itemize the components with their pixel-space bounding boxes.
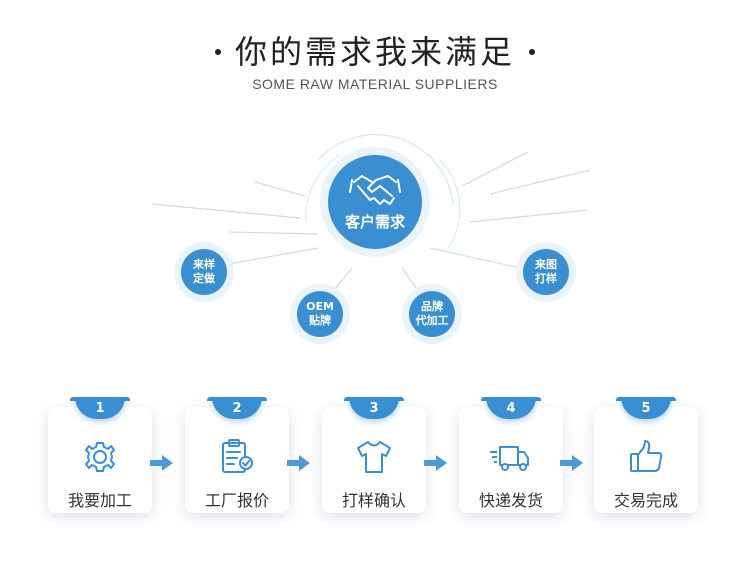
demand-diagram	[151, 134, 591, 344]
clipboard-check-icon	[222, 439, 253, 473]
step-number: 4	[486, 397, 536, 419]
gear-icon	[85, 442, 115, 472]
step-label: 打样确认	[341, 491, 406, 510]
step-number: 1	[75, 397, 125, 419]
step-card: 1 我要加工	[48, 397, 152, 513]
title-dot-right	[529, 49, 535, 55]
arrow-right-icon	[424, 455, 447, 471]
arrow-right-icon	[560, 455, 583, 471]
step-label: 我要加工	[67, 491, 132, 510]
step-card: 3 打样确认	[322, 397, 426, 513]
tshirt-icon	[357, 441, 391, 473]
step-card: 2 工厂报价	[185, 397, 289, 513]
step-card: 5 交易完成	[594, 397, 698, 513]
header: 你的需求我来满足 SOME RAW MATERIAL SUPPLIERS	[0, 30, 750, 92]
arrow-right-icon	[287, 455, 310, 471]
node-oem	[290, 284, 350, 344]
node-sample-custom	[174, 242, 234, 302]
step-label: 交易完成	[613, 491, 678, 510]
center-node	[320, 147, 430, 257]
process-steps: 1 我要加工 2 工厂报价	[0, 395, 750, 525]
center-arcs	[305, 134, 461, 249]
title-dot-left	[214, 49, 221, 55]
step-number: 2	[212, 397, 262, 419]
node-drawing-sample	[516, 242, 576, 302]
page-title-text: 你的需求我来满足	[234, 33, 515, 71]
step-number: 5	[621, 397, 671, 419]
arrow-right-icon	[150, 455, 173, 471]
page-title: 你的需求我来满足	[214, 30, 535, 74]
handshake-icon	[349, 175, 401, 205]
delivery-truck-icon	[490, 446, 529, 471]
step-label: 工厂报价	[204, 491, 269, 510]
step-number: 3	[349, 397, 399, 419]
page-subtitle: SOME RAW MATERIAL SUPPLIERS	[252, 76, 498, 92]
step-label: 快递发货	[478, 491, 543, 510]
node-brand-processing	[402, 284, 462, 344]
thumbs-up-icon	[630, 440, 663, 472]
step-card: 4 快递发货	[459, 397, 563, 513]
